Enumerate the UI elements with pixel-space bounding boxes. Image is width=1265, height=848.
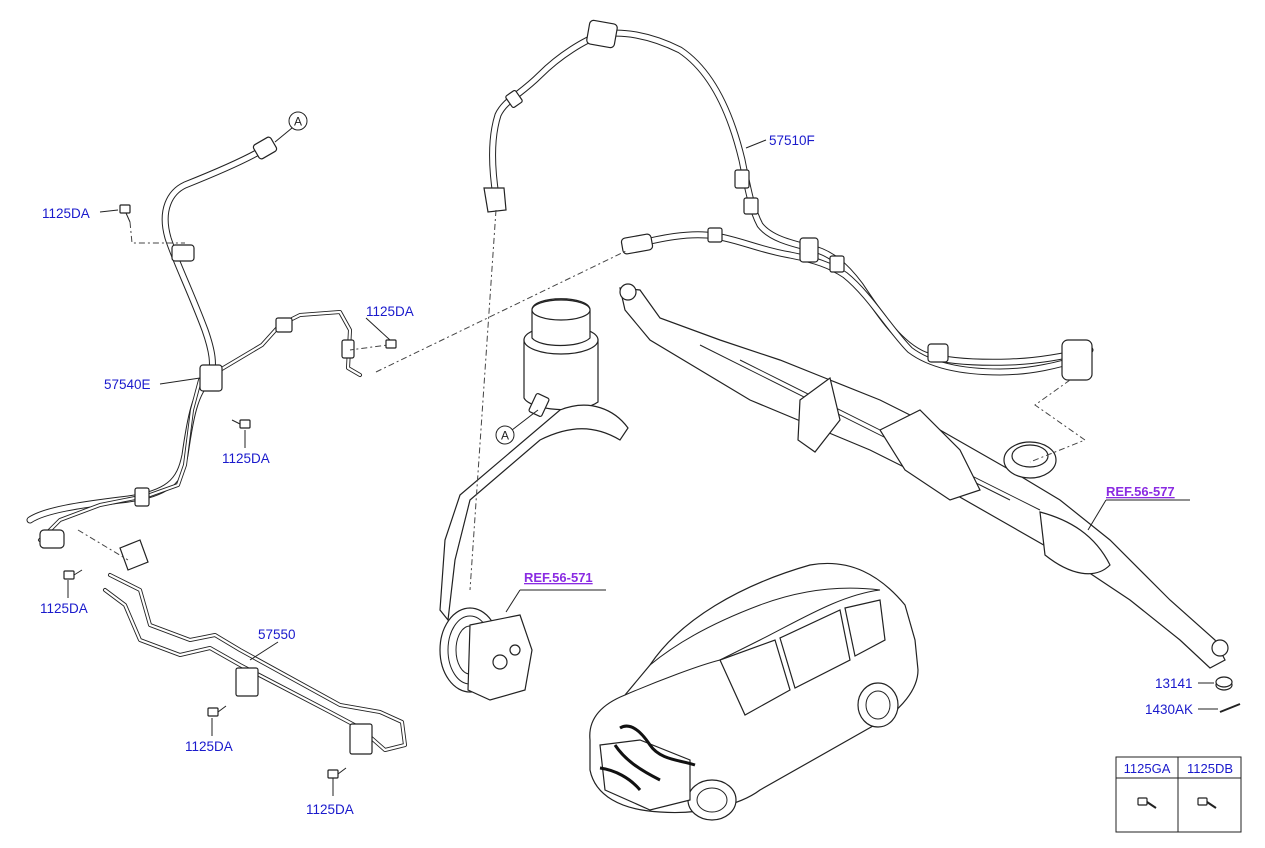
bolt-icon (385, 339, 397, 349)
bolt-icon (207, 705, 227, 717)
vehicle-illustration (589, 562, 919, 821)
svg-text:A: A (501, 429, 509, 443)
nut-icon (1215, 676, 1233, 691)
part-label-1430ak[interactable]: 1430AK (1145, 702, 1193, 717)
power-steering-pump (439, 607, 533, 701)
part-label-1125da[interactable]: 1125DA (222, 451, 270, 466)
part-label-57510f[interactable]: 57510F (769, 133, 815, 148)
reference-link-gear[interactable]: REF.56-577 (1106, 484, 1175, 499)
part-label-1125da[interactable]: 1125DA (42, 206, 90, 221)
bolt-icon (327, 767, 347, 779)
bolt-icon (231, 419, 251, 429)
svg-text:A: A (294, 115, 302, 129)
part-label-57550[interactable]: 57550 (258, 627, 296, 642)
bolt-icon (63, 569, 83, 580)
fastener-table (1115, 756, 1242, 833)
pin-icon (1219, 703, 1241, 713)
return-hose[interactable] (620, 227, 1093, 381)
part-label-13141[interactable]: 13141 (1155, 676, 1193, 691)
connector-marker-a-reservoir: A (495, 425, 515, 445)
cooler-pipe-57550[interactable] (103, 539, 407, 755)
table-header-1125db[interactable]: 1125DB (1187, 761, 1233, 776)
cooler-line-57540e[interactable] (26, 136, 362, 549)
bolt-icon (119, 204, 131, 223)
part-label-1125da[interactable]: 1125DA (306, 802, 354, 817)
table-header-1125ga[interactable]: 1125GA (1124, 761, 1171, 776)
steering-gear-rack (619, 283, 1229, 669)
part-label-1125da[interactable]: 1125DA (40, 601, 88, 616)
part-label-57540e[interactable]: 57540E (104, 377, 151, 392)
part-label-1125da[interactable]: 1125DA (185, 739, 233, 754)
reference-link-pump[interactable]: REF.56-571 (524, 570, 593, 585)
pump-bracket (439, 404, 629, 622)
bolt-icon (1197, 797, 1217, 809)
bolt-icon (1137, 797, 1157, 809)
part-label-1125da[interactable]: 1125DA (366, 304, 414, 319)
connector-marker-a-top: A (274, 111, 308, 143)
reservoir (523, 298, 599, 417)
